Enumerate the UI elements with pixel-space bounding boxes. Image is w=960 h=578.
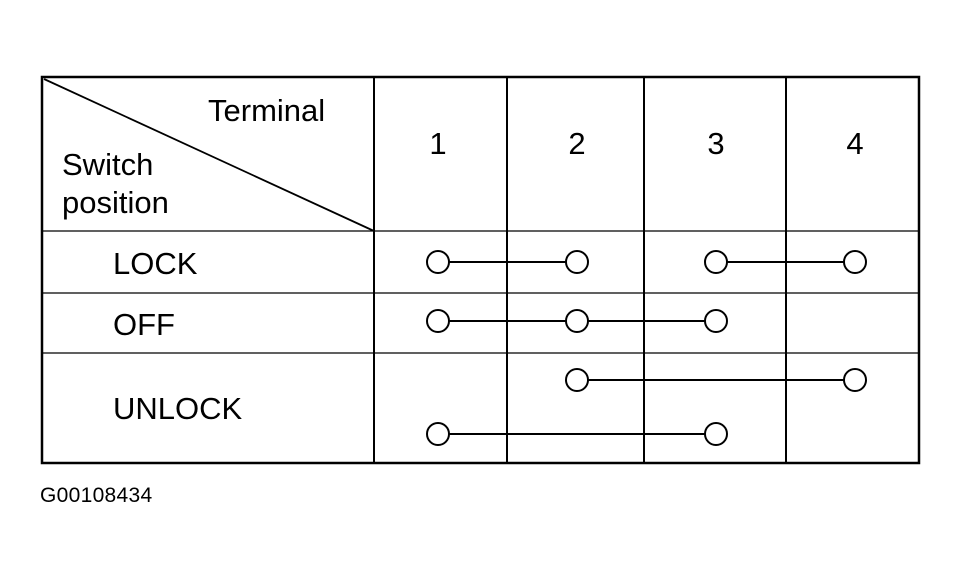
table-border (40, 75, 921, 465)
terminal-label-3: 3 (707, 126, 724, 161)
conn-lock-1-2-terminal-1-node (426, 250, 450, 274)
table-grid (40, 75, 921, 465)
column-caption: Terminal (208, 93, 325, 128)
conn-lock-3-4-terminal-3-node (704, 250, 728, 274)
conn-unlock-1-3-terminal-1-node (426, 422, 450, 446)
position-label-off: OFF (113, 307, 175, 342)
conn-unlock-2-4-terminal-2-node (565, 368, 589, 392)
continuity-connections (426, 250, 867, 446)
conn-unlock-2-4-terminal-4-node (843, 368, 867, 392)
terminal-label-1: 1 (429, 126, 446, 161)
conn-lock-3-4-terminal-4-node (843, 250, 867, 274)
header-diagonal (43, 78, 375, 232)
figure-id: G00108434 (40, 484, 153, 507)
terminal-label-4: 4 (846, 126, 863, 161)
terminal-label-2: 2 (568, 126, 585, 161)
conn-off-1-2-3-terminal-2-node (565, 309, 589, 333)
conn-off-1-2-3-terminal-3-node (704, 309, 728, 333)
conn-lock-1-2-terminal-2-node (565, 250, 589, 274)
position-label-lock: LOCK (113, 246, 198, 281)
conn-unlock-1-3-terminal-3-node (704, 422, 728, 446)
position-label-unlock: UNLOCK (113, 391, 243, 426)
row-caption-line2: position (62, 185, 169, 220)
conn-off-1-2-3-terminal-1-node (426, 309, 450, 333)
row-caption-line1: Switch (62, 147, 153, 182)
